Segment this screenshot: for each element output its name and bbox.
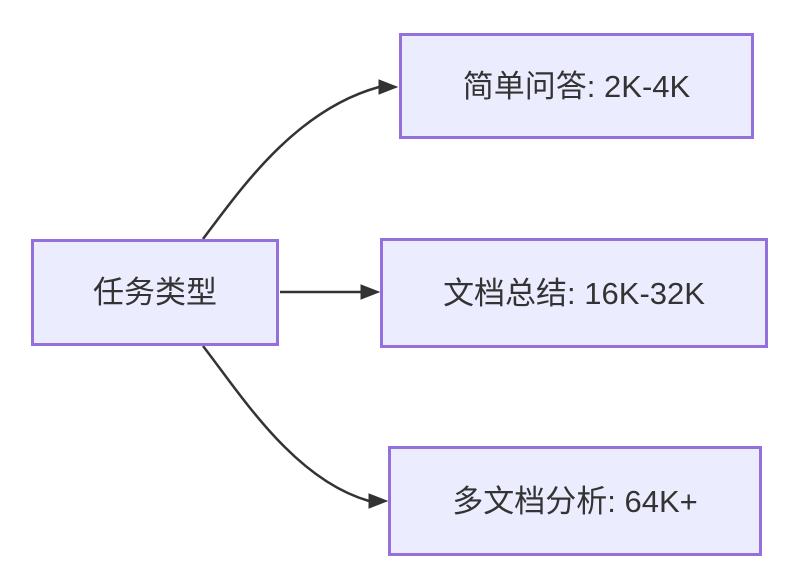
node-doc-summary: 文档总结: 16K-32K — [380, 238, 768, 348]
arrowhead-icon — [378, 79, 399, 95]
node-task-type: 任务类型 — [31, 239, 279, 346]
node-simple-qa: 简单问答: 2K-4K — [399, 33, 754, 139]
node-multi-doc-analysis: 多文档分析: 64K+ — [388, 446, 762, 556]
node-label: 多文档分析: 64K+ — [452, 483, 698, 519]
node-label: 任务类型 — [93, 275, 217, 310]
edge-root-to-child1 — [280, 284, 381, 300]
node-label: 简单问答: 2K-4K — [462, 68, 691, 104]
arrowhead-icon — [368, 493, 389, 509]
arrowhead-icon — [360, 284, 381, 300]
node-label: 文档总结: 16K-32K — [443, 275, 705, 311]
edge-root-to-child2 — [202, 345, 389, 509]
edge-root-to-child0 — [202, 79, 399, 240]
